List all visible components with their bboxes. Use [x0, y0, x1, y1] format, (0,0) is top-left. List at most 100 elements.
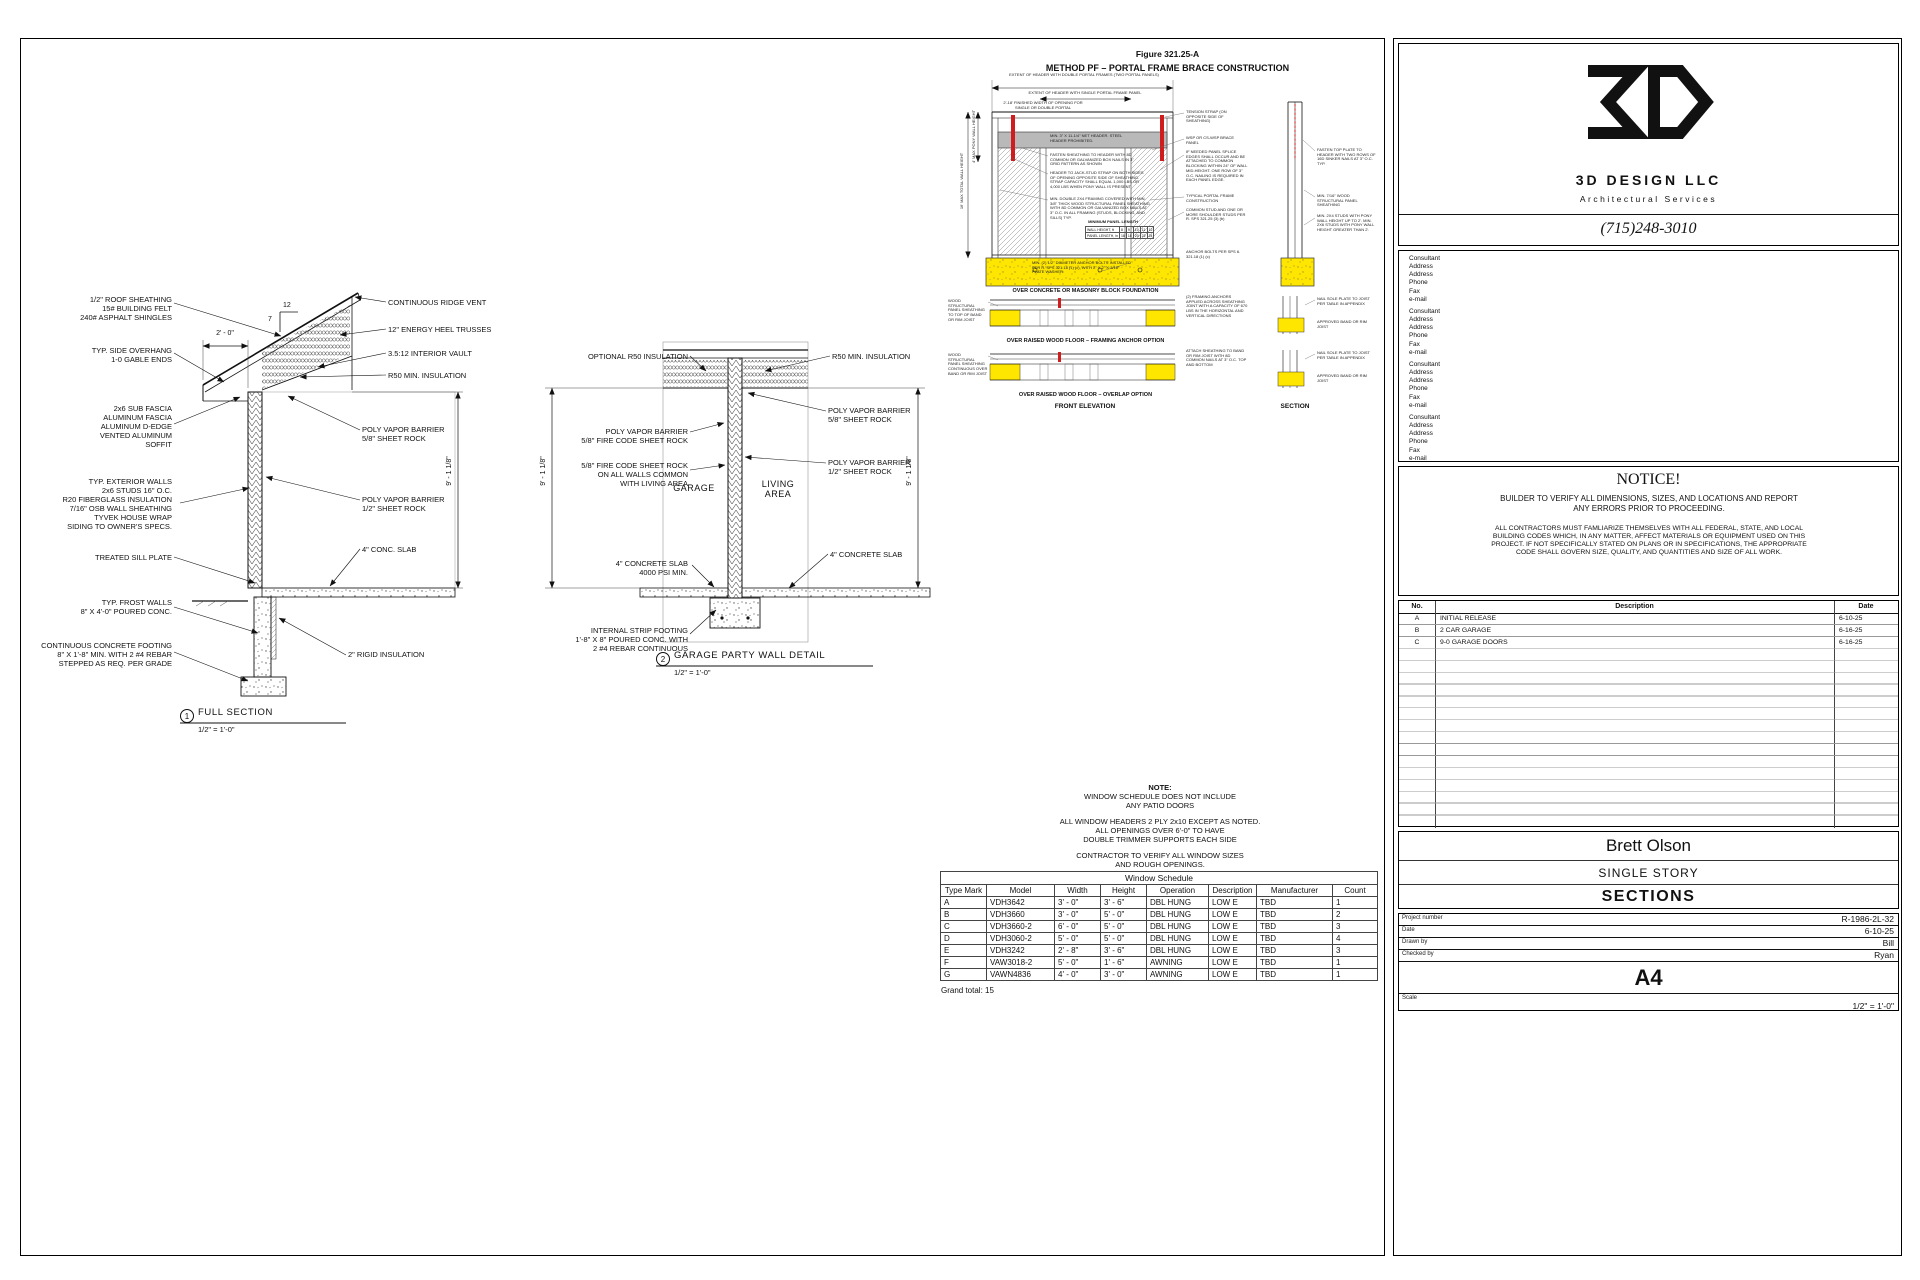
- cell: LOW E: [1208, 932, 1257, 945]
- dim-garage-left: 9' - 1 1/8": [540, 456, 547, 486]
- company-logo-3d-monogram-icon: [1588, 65, 1714, 139]
- figure-callout: FASTEN TOP PLATE TO HEADER WITH TWO ROWS…: [1317, 147, 1376, 167]
- logo-box: 3D DESIGN LLC Architectural Services (71…: [1398, 43, 1899, 246]
- title-block: 3D DESIGN LLC Architectural Services (71…: [1393, 38, 1902, 1256]
- cell: Operation: [1146, 884, 1209, 897]
- rev-empty-rows-grid: [1399, 613, 1898, 826]
- figure-callout: EXTENT OF HEADER WITH DOUBLE PORTAL FRAM…: [1009, 72, 1159, 77]
- cell: B: [940, 908, 987, 921]
- figure-callout: FASTEN SHEATHING TO HEADER WITH 8D COMMO…: [1050, 152, 1134, 167]
- cell: 3' - 6": [1100, 896, 1147, 909]
- detail-title-full-section: FULL SECTION: [198, 707, 273, 718]
- project-name: SINGLE STORY: [1598, 866, 1699, 880]
- cell: LOW E: [1208, 968, 1257, 981]
- consultant-block: Consultant Address Address Phone Fax e-m…: [1409, 414, 1441, 462]
- annotation-side-overhang: TYP. SIDE OVERHANG 1-0 GABLE ENDS: [91, 346, 172, 364]
- annotation-vapor-12-right: POLY VAPOR BARRIER 1/2" SHEET ROCK: [828, 458, 911, 476]
- cell: 4' - 0": [1054, 968, 1101, 981]
- annotation-garage-slab: 4" CONCRETE SLAB 4000 PSI MIN.: [615, 559, 688, 577]
- cell: VDH3242: [986, 944, 1055, 957]
- annotation-slab-right: 4" CONCRETE SLAB: [830, 550, 903, 559]
- cell: 16: [1118, 232, 1127, 239]
- slope-rise: 12: [283, 302, 291, 309]
- figure-callout: EXTENT OF HEADER WITH SINGLE PORTAL FRAM…: [1028, 90, 1142, 95]
- field-value: 6-10-25: [1864, 926, 1894, 936]
- cell: AWNING: [1146, 956, 1209, 969]
- window-schedule-title: Window Schedule: [939, 871, 1379, 885]
- cell: LOW E: [1208, 944, 1257, 957]
- figure-callout: HEADER TO JACK-STUD STRAP ON BOTH SIDES …: [1050, 170, 1144, 190]
- consultant-block: Consultant Address Address Phone Fax e-m…: [1409, 308, 1441, 356]
- notes-heading: NOTE:: [1148, 783, 1172, 792]
- revision-box: No. Description Date A INITIAL RELEASE 6…: [1398, 600, 1899, 828]
- annotation-frost-walls: TYP. FROST WALLS 8" X 4'-0" POURED CONC.: [80, 598, 172, 616]
- annotation-vapor-58-right: POLY VAPOR BARRIER 5/8" SHEET ROCK: [828, 406, 911, 424]
- annotation-heel-trusses: 12" ENERGY HEEL TRUSSES: [388, 325, 492, 334]
- cell: TBD: [1256, 932, 1333, 945]
- dim-overhang: 2' - 0": [216, 330, 234, 337]
- detail-number-1: 1: [180, 709, 194, 723]
- field-drawn-by: Drawn by Bill: [1399, 938, 1898, 950]
- room-label-garage: GARAGE: [673, 483, 715, 493]
- field-scale: Scale 1/2" = 1'-0": [1399, 994, 1898, 1012]
- room-label-living-area: LIVING AREA: [761, 479, 795, 499]
- cell: 5' - 0": [1054, 932, 1101, 945]
- cell: TBD: [1256, 944, 1333, 957]
- annotation-vapor-58: POLY VAPOR BARRIER 5/8" SHEET ROCK: [362, 425, 445, 443]
- cell: 18: [1125, 232, 1134, 239]
- cell: LOW E: [1208, 956, 1257, 969]
- figure-label-over-concrete: OVER CONCRETE OR MASONRY BLOCK FOUNDATIO…: [1012, 288, 1159, 294]
- cell: 3' - 0": [1054, 896, 1101, 909]
- figure-callout: (2) FRAMING ANCHORS APPLIED ACROSS SHEAT…: [1186, 294, 1248, 318]
- dim-garage-right: 9' - 1 1/8": [906, 456, 913, 486]
- annotation-vapor-firecode: POLY VAPOR BARRIER 5/8" FIRE CODE SHEET …: [581, 427, 688, 445]
- field-checked-by: Checked by Ryan: [1399, 950, 1898, 962]
- rev-header-no: No.: [1411, 603, 1423, 610]
- figure-callout: MIN. 2X4 STUDS WITH PONY WALL HEIGHT UP …: [1317, 213, 1375, 233]
- annotation-exterior-walls: TYP. EXTERIOR WALLS 2x6 STUDS 16" O.C. R…: [62, 477, 172, 531]
- cell: INITIAL RELEASE: [1440, 615, 1497, 622]
- figure-callout: APPROVED BAND OR RIM JOIST: [1317, 319, 1368, 329]
- figure-callout: WOOD STRUCTURAL PANEL SHEATHING TO TOP O…: [948, 298, 985, 322]
- annotation-r50-insulation: R50 MIN. INSULATION: [388, 371, 467, 380]
- field-value: Ryan: [1874, 950, 1894, 960]
- figure-callout: NAIL SOLE PLATE TO JOIST PER TABLE IN AP…: [1317, 296, 1370, 306]
- notice-paragraph-1: BUILDER TO VERIFY ALL DIMENSIONS, SIZES,…: [1500, 494, 1798, 513]
- figure-label-section: SECTION: [1280, 403, 1310, 410]
- cell: 3' - 6": [1100, 944, 1147, 957]
- notice-box: NOTICE! BUILDER TO VERIFY ALL DIMENSIONS…: [1398, 466, 1899, 596]
- cell: TBD: [1256, 896, 1333, 909]
- detail-title-garage: GARAGE PARTY WALL DETAIL: [674, 650, 826, 661]
- figure-callout: MIN. 3" X 11-1/4" NET HEADER. STEEL HEAD…: [1050, 133, 1123, 143]
- cell: VDH3060-2: [986, 932, 1055, 945]
- cell: 5' - 0": [1100, 932, 1147, 945]
- annotation-firecode-walls: 5/8" FIRE CODE SHEET ROCK ON ALL WALLS C…: [581, 461, 688, 488]
- window-schedule-table: Window Schedule Type Mark Model Width He…: [939, 871, 1379, 981]
- company-name: 3D DESIGN LLC: [1575, 172, 1722, 188]
- figure-label-over-wood-overlap: OVER RAISED WOOD FLOOR – OVERLAP OPTION: [1018, 392, 1153, 398]
- cell: 20: [1132, 232, 1141, 239]
- figure-callout: WSP OR CS-WSP BRACE PANEL: [1186, 135, 1235, 145]
- garage-detail-drawing: [545, 341, 931, 667]
- schedule-row: A VDH3642 3' - 0" 3' - 6" DBL HUNG LOW E…: [940, 896, 1379, 909]
- annotation-optional-r50: OPTIONAL R50 INSULATION: [587, 352, 688, 361]
- schedule-header-row: Type Mark Model Width Height Operation D…: [940, 884, 1379, 897]
- detail-number-2: 2: [656, 652, 670, 666]
- annotation-sill-plate: TREATED SILL PLATE: [95, 553, 172, 562]
- company-tagline: Architectural Services: [1579, 194, 1718, 204]
- rev-header-date: Date: [1858, 603, 1874, 610]
- cell: 5' - 0": [1100, 908, 1147, 921]
- detail-scale-garage: 1/2" = 1'-0": [674, 668, 711, 677]
- cell: 6-16-25: [1839, 639, 1863, 646]
- schedule-row: C VDH3660-2 6' - 0" 5' - 0" DBL HUNG LOW…: [940, 920, 1379, 933]
- cell: LOW E: [1208, 908, 1257, 921]
- cell: C: [1414, 639, 1420, 646]
- cell: VDH3642: [986, 896, 1055, 909]
- rev-header-desc: Description: [1615, 603, 1654, 610]
- cell: Model: [986, 884, 1055, 897]
- cell: DBL HUNG: [1146, 908, 1209, 921]
- detail-scale-full-section: 1/2" = 1'-0": [198, 725, 235, 734]
- cell: 6' - 0": [1054, 920, 1101, 933]
- cell: Description: [1208, 884, 1257, 897]
- annotation-strip-footing: INTERNAL STRIP FOOTING 1'-8" X 8" POURED…: [575, 626, 688, 653]
